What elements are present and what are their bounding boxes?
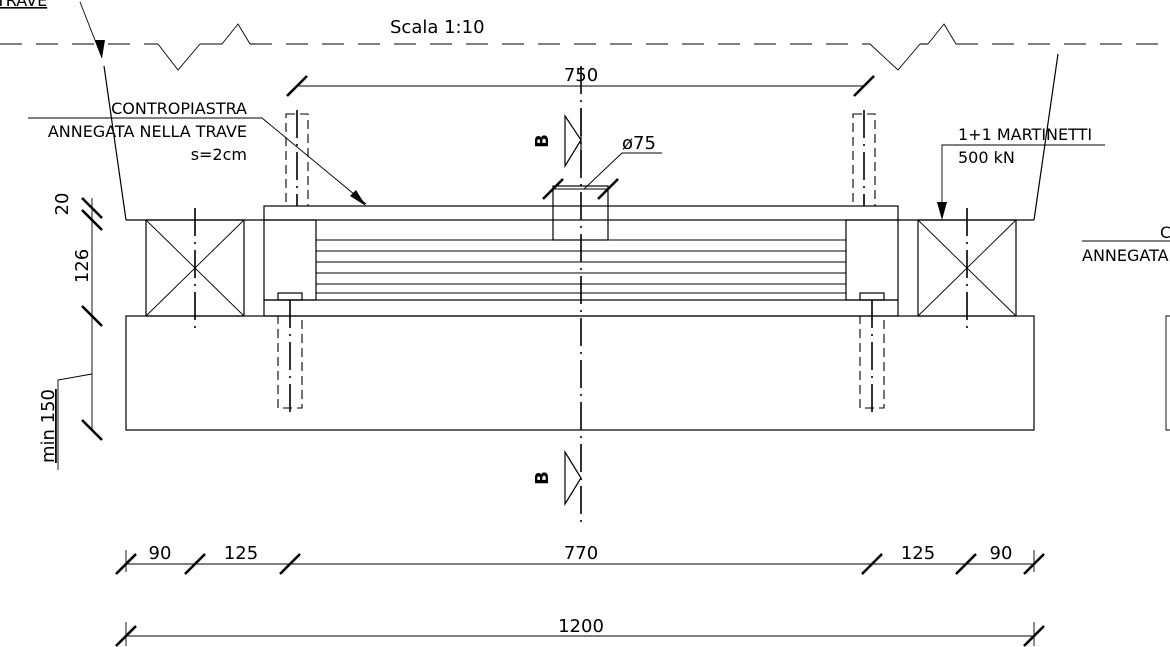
bearing-body-right-side [845,219,899,301]
beam-leader-arrow [95,40,105,58]
dim-left-126: 126 [72,249,93,283]
beam-leader-line [79,1,103,59]
dim-top-750: 750 [286,65,875,97]
dim-bottom-90-right: 90 [990,543,1013,564]
section-marker-bottom: B [532,449,582,507]
dim-bottom-125-left: 125 [224,543,258,564]
dim-left-150: min 150 [38,389,59,463]
dim-bottom-125-right: 125 [901,543,935,564]
bottom-anchor-left [277,300,303,414]
dim-bottom-chain: 90 125 770 125 90 [115,543,1045,575]
jacks-line2: 500 kN [958,148,1015,167]
beam-label-top: TRAVE [0,0,47,10]
right-cut-line1: C [1160,223,1170,242]
section-marker-top: B [532,108,582,172]
scale-label: Scala 1:10 [390,17,485,38]
bearing-body-left-side [263,219,317,301]
jacks-callout: 1+1 MARTINETTI 500 kN [937,125,1105,220]
bolt-head-right [859,292,885,301]
dim-diameter: ø75 [542,133,662,200]
section-letter-top: B [532,134,553,148]
top-anchor-right [852,110,876,207]
right-bearing-block [917,208,1017,334]
jacks-line1: 1+1 MARTINETTI [958,125,1092,144]
right-cut-callout: C ANNEGATA [1082,223,1170,431]
bottom-anchor-right [859,300,885,414]
beam-outline-dashed [0,23,1170,71]
bolt-head-left [277,292,303,301]
left-bearing-block [145,208,245,334]
counterplate-line2: ANNEGATA NELLA TRAVE [48,122,247,141]
pedestal [125,315,1035,431]
dim-top-750-text: 750 [564,65,598,86]
right-cut-line2: ANNEGATA [1082,246,1169,265]
counterplate-line1: CONTROPIASTRA [111,99,247,118]
diameter-label: ø75 [622,133,656,154]
beam-left-wall [103,65,127,221]
top-anchor-left [285,110,309,207]
dim-overall-text: 1200 [558,616,604,637]
counterplate-line3: s=2cm [191,145,247,164]
dim-left-20: 20 [52,193,73,216]
dim-bottom-90-left: 90 [149,543,172,564]
dim-bottom-770: 770 [564,543,598,564]
section-letter-bottom: B [532,471,553,485]
beam-right-wall [1033,53,1059,221]
dim-left-vertical: 20 126 min 150 [38,193,103,470]
counterplate-callout: CONTROPIASTRA ANNEGATA NELLA TRAVE s=2cm [28,99,367,206]
dim-overall-1200: 1200 [115,616,1045,647]
